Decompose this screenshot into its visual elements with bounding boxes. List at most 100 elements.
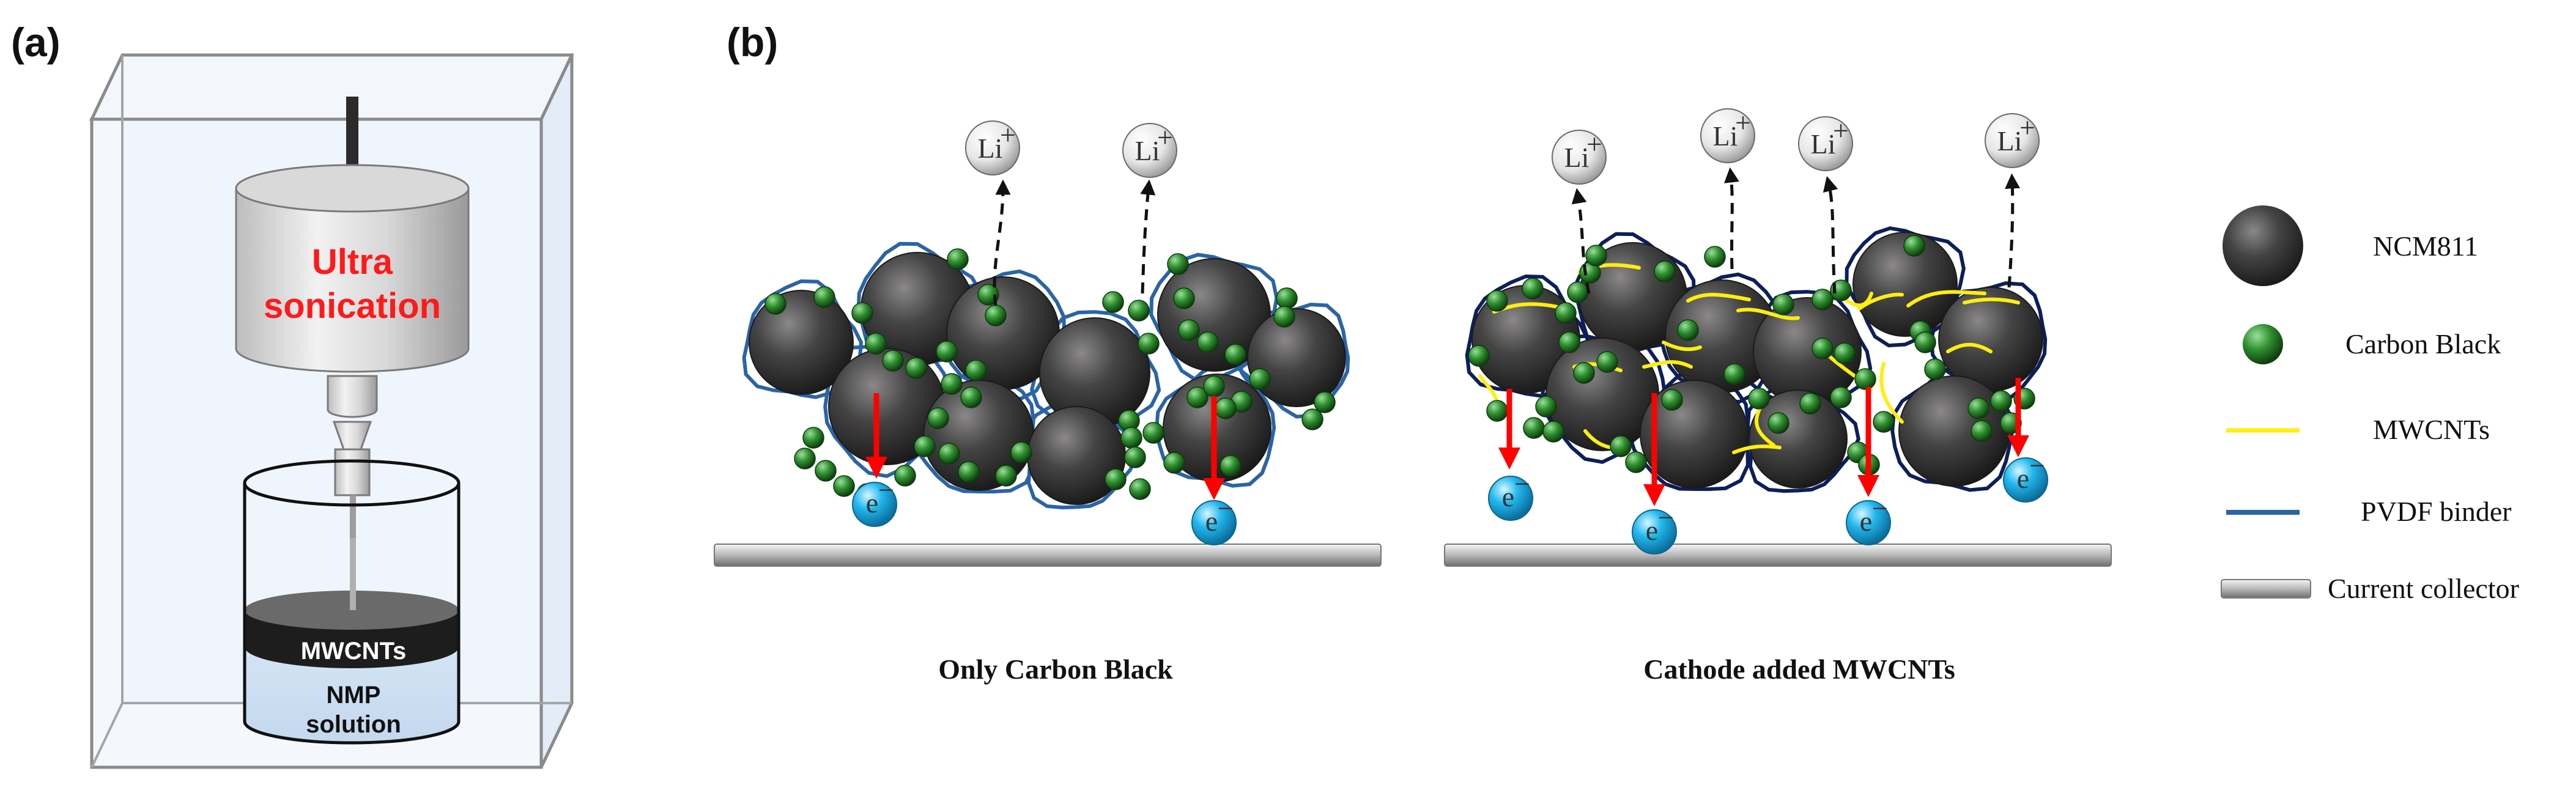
li-ion-transport-path xyxy=(2005,173,2021,288)
carbon-black-particle xyxy=(794,448,816,470)
carbon-black-particle xyxy=(1812,289,1834,311)
carbon-black-particle xyxy=(905,357,927,379)
carbon-black-particle xyxy=(1585,245,1607,267)
carbon-black-particle xyxy=(936,341,958,363)
carbon-black-particle xyxy=(1967,397,1989,419)
electron: e− xyxy=(852,474,897,527)
legend-mwcnts-label: MWCNTs xyxy=(2373,414,2490,445)
electron: e− xyxy=(1632,502,1677,555)
carbon-black-particle xyxy=(1704,246,1726,268)
carbon-black-particle xyxy=(815,460,837,482)
carbon-black-particle xyxy=(938,443,960,465)
electron-label: e xyxy=(1860,506,1872,537)
carbon-black-particle xyxy=(977,284,999,306)
li-ion: Li+ xyxy=(1122,122,1177,178)
carbon-black-particle xyxy=(865,333,887,355)
carbon-black-left xyxy=(764,248,1336,505)
electron-sphere xyxy=(852,482,897,527)
li-ion-sphere xyxy=(1122,123,1177,178)
carbon-black-particle xyxy=(941,373,963,395)
carbon-black-particle xyxy=(1010,441,1032,463)
legend-item-mwcnts: MWCNTs xyxy=(2226,414,2490,445)
mwcnt-fiber xyxy=(1642,360,1693,369)
beaker-rim xyxy=(243,459,461,507)
carbon-black-particle xyxy=(1314,391,1336,413)
carbon-black-particle xyxy=(1677,319,1699,341)
carbon-black-particle xyxy=(914,435,936,457)
electrons-left: e−e− xyxy=(852,474,1237,545)
li-ion-charge: + xyxy=(1586,128,1602,160)
carbon-black-particle xyxy=(1542,421,1564,443)
carbon-black-particle xyxy=(1215,397,1237,419)
ncm811-particle xyxy=(1852,232,1958,337)
li-ion-paths-right xyxy=(1571,167,2021,294)
carbon-black-particle xyxy=(1990,390,2012,412)
li-ion: Li+ xyxy=(1985,112,2040,168)
li-ion-sphere xyxy=(1798,116,1853,171)
li-ion-charge: + xyxy=(1833,115,1849,146)
electron-label: e xyxy=(1646,515,1658,546)
legend-item-carbon-black: Carbon Black xyxy=(2243,324,2501,364)
legend-collector-swatch xyxy=(2221,579,2311,599)
panel-a: (a) Ultra sonication xyxy=(11,20,574,769)
mwcnt-fiber xyxy=(1662,341,1702,352)
electron: e− xyxy=(2003,450,2048,503)
carbon-black-particle xyxy=(1573,362,1595,384)
electron: e− xyxy=(1488,468,1533,521)
carbon-black-particle xyxy=(882,350,904,372)
beaker-wall xyxy=(243,483,461,745)
carbon-black-particle xyxy=(1486,290,1508,312)
carbon-black-particle xyxy=(1249,368,1271,390)
carbon-black-particle xyxy=(1301,408,1323,430)
electron-label: e xyxy=(866,487,878,518)
mwcnt-fiber xyxy=(1732,444,1782,454)
carbon-black-particle xyxy=(1924,358,1946,380)
carbon-black-particle xyxy=(1535,396,1557,418)
carbon-black-particle xyxy=(1128,300,1150,322)
carbon-black-particle xyxy=(1873,411,1895,433)
li-ion-label: Li xyxy=(1135,135,1160,166)
carbon-black-particle xyxy=(1558,331,1580,353)
mwcnt-fiber xyxy=(1946,342,1993,353)
electrode-carbon-black-only: Li+Li+ e−e− Only Carbon Black xyxy=(714,119,1382,685)
sonicator-housing xyxy=(235,187,470,373)
carbon-black-particle xyxy=(1129,478,1151,500)
li-ions-right: Li+Li+Li+Li+ xyxy=(1552,107,2040,185)
carbon-black-particle xyxy=(1203,375,1225,397)
carbon-black-particle xyxy=(947,248,969,270)
carbon-black-particle xyxy=(1596,351,1618,373)
carbon-black-particle xyxy=(1567,281,1589,303)
carbon-black-particle xyxy=(802,427,824,449)
electrode-with-mwcnts: Li+Li+Li+Li+ e−e−e−e− Cathode added MWCN… xyxy=(1444,107,2112,685)
electron-sphere xyxy=(1632,509,1677,555)
carbon-black-particle xyxy=(1124,446,1146,468)
carbon-black-particle xyxy=(965,359,987,381)
carbon-black-particle xyxy=(1173,287,1195,309)
electron-sphere xyxy=(1846,500,1891,545)
li-ion-sphere xyxy=(1552,130,1607,185)
electron: e− xyxy=(1846,493,1891,545)
electron-sphere xyxy=(2003,457,2048,503)
li-ion-sphere xyxy=(965,120,1020,175)
sonicator-shaft-top xyxy=(346,97,358,182)
li-ion-transport-path xyxy=(1823,175,1838,294)
legend-collector-label: Current collector xyxy=(2328,573,2519,604)
li-ion: Li+ xyxy=(1798,115,1853,171)
carbon-black-particle xyxy=(1178,319,1200,341)
carbon-black-particle xyxy=(1163,452,1185,474)
li-ion-charge: + xyxy=(1157,122,1173,153)
mwcnt-fiber xyxy=(1879,362,1904,424)
li-ion-charge: + xyxy=(2019,112,2035,143)
electron-label: e xyxy=(1205,506,1218,537)
carbon-black-particle xyxy=(1748,388,1770,410)
carbon-black-particle xyxy=(1830,386,1852,408)
li-ion: Li+ xyxy=(965,119,1020,175)
legend-item-pvdf-binder: PVDF binder xyxy=(2226,496,2512,527)
carbon-black-particle xyxy=(1186,386,1208,408)
ncm811-particle xyxy=(1898,375,2010,487)
carbon-black-particle xyxy=(1971,420,1993,442)
beaker: MWCNTs NMP solution xyxy=(243,459,461,745)
carbon-black-particle xyxy=(833,475,855,497)
